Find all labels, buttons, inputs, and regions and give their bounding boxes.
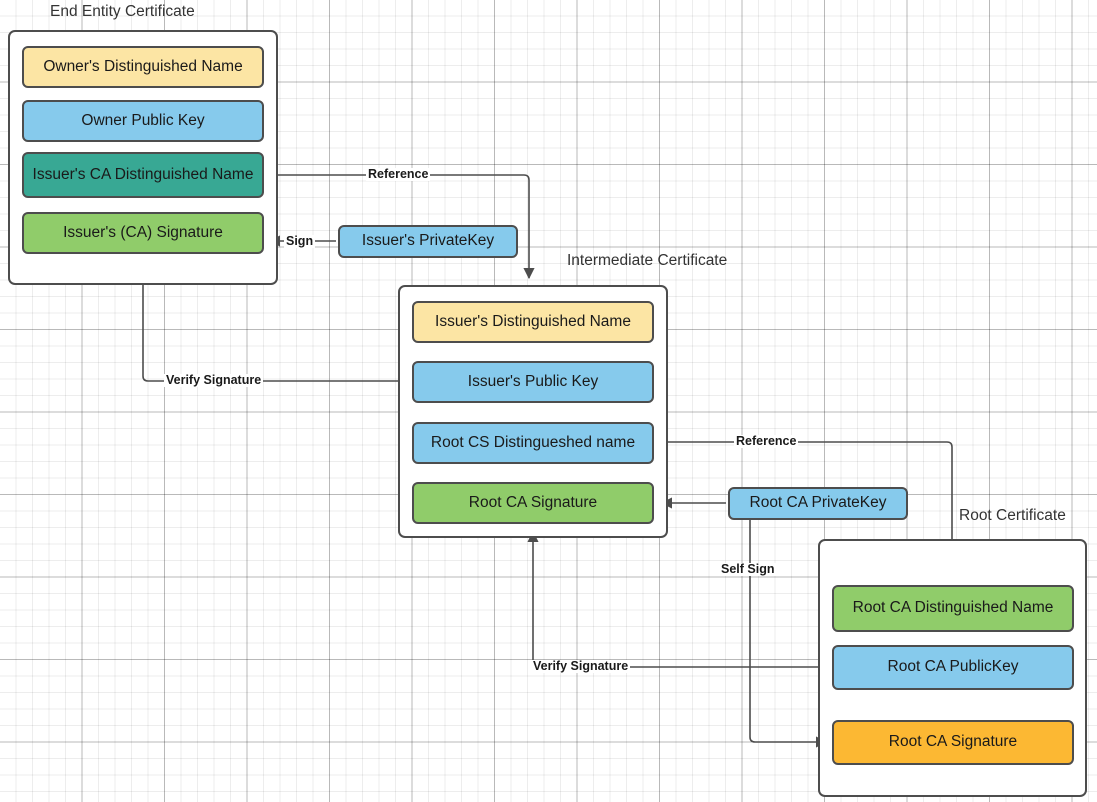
- node-label: Root CA Signature: [468, 493, 598, 511]
- node-root-ca-signature-root[interactable]: Root CA Signature: [832, 720, 1074, 765]
- edge-label-verify-signature-top: Verify Signature: [164, 373, 264, 387]
- node-label: Root CA Signature: [888, 733, 1018, 751]
- node-label: Issuer's PrivateKey: [361, 232, 495, 250]
- node-label: Owner Public Key: [81, 111, 205, 129]
- group-title-root: Root Certificate: [959, 507, 1066, 524]
- edge-label-reference-bottom: Reference: [734, 434, 799, 448]
- edge-self-sign: [749, 520, 828, 748]
- node-label: Owner's Distinguished Name: [43, 57, 243, 75]
- edge-label-verify-signature-bottom: Verify Signature: [531, 659, 631, 673]
- node-issuer-ca-distinguished-name[interactable]: Issuer's CA Distinguished Name: [22, 152, 264, 198]
- node-label: Issuer's (CA) Signature: [63, 223, 223, 241]
- node-issuer-public-key[interactable]: Issuer's Public Key: [412, 361, 654, 403]
- group-title-intermediate: Intermediate Certificate: [567, 252, 728, 269]
- node-label: Root CA PublicKey: [887, 658, 1019, 676]
- node-label: Issuer's Public Key: [467, 372, 599, 390]
- node-root-ca-privatekey[interactable]: Root CA PrivateKey: [728, 487, 908, 520]
- edge-label-reference-top: Reference: [366, 167, 431, 181]
- edge-verify-signature-bottom: [527, 530, 832, 668]
- node-root-cs-distinguished-name[interactable]: Root CS Distingueshed name: [412, 422, 654, 464]
- node-issuer-ca-signature[interactable]: Issuer's (CA) Signature: [22, 212, 264, 254]
- node-root-ca-distinguished-name[interactable]: Root CA Distinguished Name: [832, 585, 1074, 632]
- node-root-ca-publickey[interactable]: Root CA PublicKey: [832, 645, 1074, 690]
- node-owner-public-key[interactable]: Owner Public Key: [22, 100, 264, 142]
- group-title-end-entity: End Entity Certificate: [50, 3, 195, 20]
- node-root-ca-signature-intermediate[interactable]: Root CA Signature: [412, 482, 654, 524]
- node-owner-distinguished-name[interactable]: Owner's Distinguished Name: [22, 46, 264, 88]
- node-label: Issuer's Distinguished Name: [435, 312, 631, 330]
- node-issuer-privatekey[interactable]: Issuer's PrivateKey: [338, 225, 518, 258]
- edge-label-sign: Sign: [284, 234, 316, 248]
- node-label: Root CA Distinguished Name: [852, 599, 1054, 617]
- node-issuer-distinguished-name[interactable]: Issuer's Distinguished Name: [412, 301, 654, 343]
- edge-label-self-sign: Self Sign: [719, 562, 777, 576]
- node-label: Issuer's CA Distinguished Name: [32, 165, 254, 183]
- node-label: Root CS Distingueshed name: [430, 433, 636, 451]
- node-label: Root CA PrivateKey: [749, 494, 887, 512]
